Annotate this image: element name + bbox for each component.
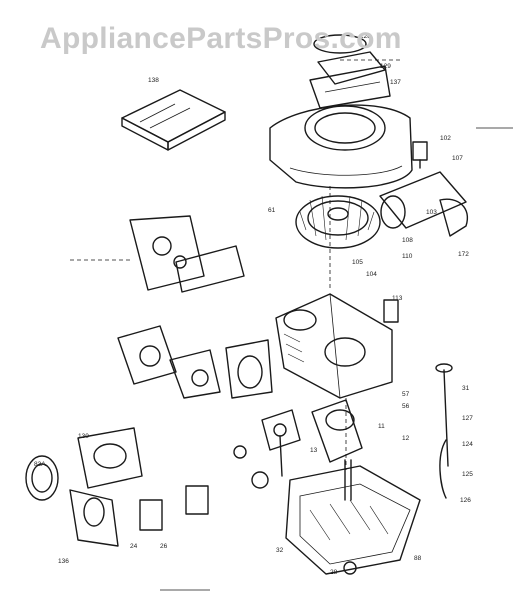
label-137: 137 — [390, 79, 401, 86]
part-number-labels: 138 137 129 128 102 107 103 172 61 108 1… — [34, 33, 473, 576]
label-127: 127 — [462, 415, 473, 422]
label-56: 56 — [402, 403, 410, 410]
label-129: 129 — [380, 63, 391, 70]
air-filter-element — [121, 89, 226, 151]
label-124: 124 — [462, 441, 473, 448]
carburetor — [117, 325, 273, 399]
flywheel — [295, 195, 381, 249]
watermark: AppliancePartsPros.com — [40, 22, 402, 55]
label-103: 103 — [426, 209, 437, 216]
oil-pan — [285, 465, 421, 575]
label-107: 107 — [452, 155, 463, 162]
label-130: 130 — [78, 433, 89, 440]
label-61: 61 — [268, 207, 276, 214]
label-108: 108 — [402, 237, 413, 244]
air-cleaner-cover — [309, 34, 391, 109]
label-128: 128 — [360, 33, 371, 40]
cylinder-block — [275, 293, 393, 399]
crankshaft — [311, 399, 363, 501]
label-26: 26 — [160, 543, 168, 550]
label-83A: 83A — [34, 461, 46, 468]
label-138: 138 — [148, 77, 159, 84]
blower-housing — [269, 104, 413, 189]
cylinder-head — [129, 215, 245, 293]
label-32: 32 — [276, 547, 284, 554]
label-12: 12 — [402, 435, 410, 442]
label-110: 110 — [402, 253, 413, 260]
label-113: 113 — [392, 295, 403, 302]
label-31: 31 — [462, 385, 470, 392]
label-104: 104 — [366, 271, 377, 278]
label-126: 126 — [460, 497, 471, 504]
leader-lines — [70, 59, 400, 470]
label-57: 57 — [402, 391, 410, 398]
label-136: 136 — [58, 558, 69, 565]
muffler-left — [25, 455, 119, 547]
hardware-pieces — [139, 299, 399, 575]
label-13: 13 — [310, 447, 318, 454]
fuel-tank — [77, 427, 143, 489]
label-125: 125 — [462, 471, 473, 478]
muffler-right — [379, 141, 469, 237]
label-172: 172 — [458, 251, 469, 258]
label-102: 102 — [440, 135, 451, 142]
label-11: 11 — [378, 423, 385, 430]
label-28: 28 — [330, 569, 338, 576]
label-88: 88 — [414, 555, 422, 562]
connecting-rod — [261, 409, 301, 477]
label-105: 105 — [352, 259, 363, 266]
label-24: 24 — [130, 543, 138, 550]
dipstick — [435, 363, 453, 499]
